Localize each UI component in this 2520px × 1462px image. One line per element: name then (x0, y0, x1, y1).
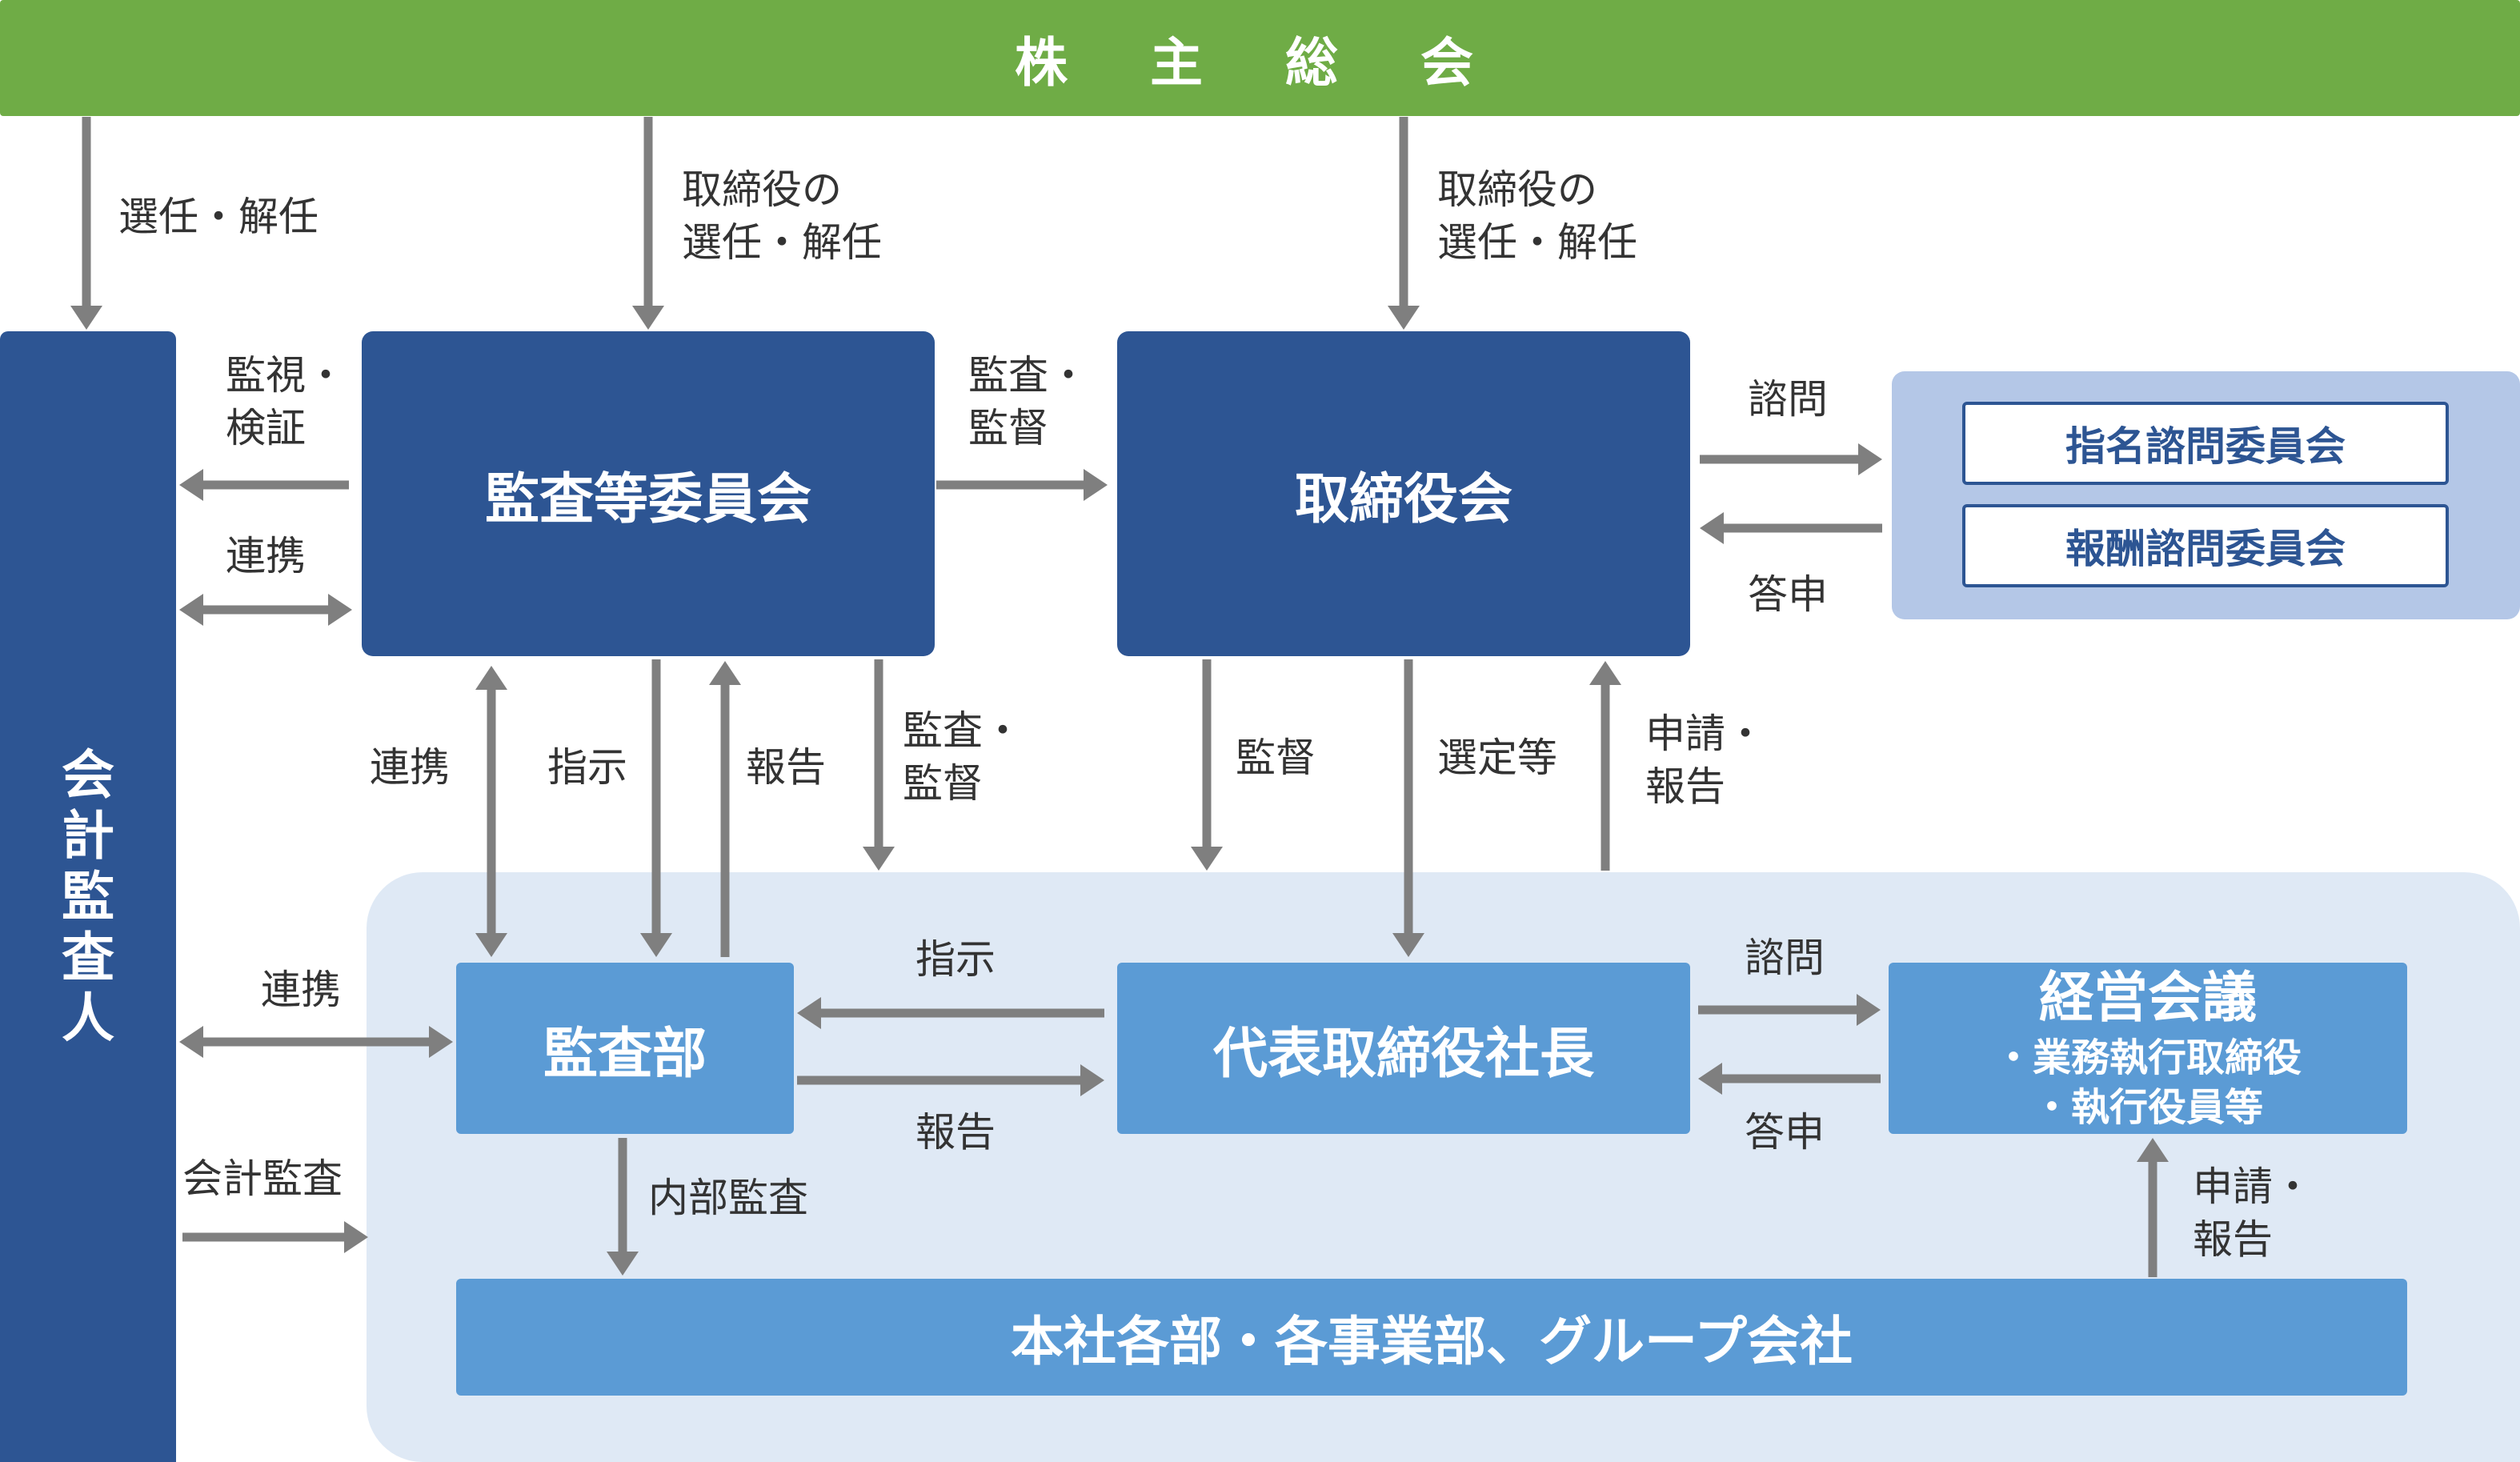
accounting-auditor-label: 会計監査人 (62, 743, 114, 1049)
arrow-cooperation-low-start-head (179, 1026, 203, 1058)
label-report-mid: 報告 (746, 744, 826, 791)
arrow-cooperation-mid-start-head (475, 666, 507, 690)
label-apply-report-c-line1: 申請・ (2193, 1164, 2313, 1210)
management-meeting-item: ・執行役員等 (2032, 1085, 2263, 1130)
label-monitor-line1: 監視・ (226, 352, 346, 399)
label-accounting-audit: 会計監査 (182, 1156, 343, 1202)
label-instruct-low: 指示 (915, 936, 996, 983)
label-audit-supervise-b-line1: 監査・ (903, 707, 1023, 754)
departments-group-box: 本社各部・各事業部、グループ会社 (456, 1279, 2407, 1396)
label-consult-low: 諮問 (1745, 935, 1825, 981)
arrow-accounting-audit-head (344, 1221, 368, 1253)
label-cooperation-low: 連携 (261, 967, 341, 1013)
label-audit-supervise-line2: 監督 (968, 405, 1048, 451)
arrow-select-head (1392, 933, 1424, 957)
audit-committee-box: 監査等委員会 (362, 331, 935, 656)
management-meeting-item: ・業務執行取締役 (1993, 1035, 2302, 1080)
label-instruct-mid: 指示 (547, 744, 627, 791)
label-report-back-top: 答申 (1748, 571, 1828, 618)
label-audit-supervise-line1: 監査・ (968, 352, 1088, 399)
arrow-instruct-mid-head (640, 933, 672, 957)
arrow-consult-top-head (1858, 443, 1882, 475)
arrow-elect-board-head (1388, 306, 1420, 330)
management-meeting-box: 経営会議 ・業務執行取締役 ・執行役員等 (1889, 963, 2407, 1134)
label-cooperation-mid: 連携 (370, 744, 450, 791)
management-meeting-title: 経営会議 (2038, 967, 2257, 1030)
arrow-instruct-low-head (797, 997, 821, 1029)
arrow-apply-report-mgmt-head (2137, 1138, 2169, 1162)
compensation-committee-box: 報酬諮問委員会 (1962, 504, 2449, 587)
arrow-cooperation-mid-head (475, 933, 507, 957)
arrow-report-back-top-head (1700, 512, 1724, 544)
label-elect-dismiss: 選任・解任 (118, 194, 319, 240)
arrow-audit-supervise-board-head (1084, 469, 1108, 501)
arrow-audit-supervise-exec-head (863, 847, 895, 871)
label-supervise: 監督 (1236, 735, 1316, 781)
arrow-consult-low-head (1857, 994, 1881, 1026)
accounting-auditor-box: 会計監査人 (0, 331, 176, 1462)
label-director-elect-line2: 選任・解任 (682, 219, 882, 266)
arrow-cooperation-top-head (328, 594, 352, 626)
label-director-elect-b-line1: 取締役の (1437, 166, 1597, 213)
shareholders-meeting-banner: 株 主 総 会 (0, 0, 2520, 116)
board-of-directors-box: 取締役会 (1117, 331, 1690, 656)
label-consult-top: 諮問 (1748, 376, 1828, 423)
label-internal-audit: 内部監査 (648, 1175, 808, 1221)
arrow-elect-audit-committee-head (632, 306, 664, 330)
arrow-report-back-low-head (1698, 1063, 1722, 1095)
arrow-cooperation-low-head (429, 1026, 453, 1058)
label-report-low: 報告 (915, 1109, 996, 1156)
label-apply-report-line1: 申請・ (1645, 711, 1765, 757)
audit-department-box: 監査部 (456, 963, 794, 1134)
label-director-elect-b-line2: 選任・解任 (1437, 219, 1637, 266)
label-audit-supervise-b-line2: 監督 (903, 760, 983, 807)
arrow-cooperation-top-start-head (179, 594, 203, 626)
arrow-apply-report-head (1589, 661, 1621, 685)
label-director-elect-line1: 取締役の (682, 166, 842, 213)
arrow-internal-audit-head (607, 1252, 639, 1276)
arrow-elect-auditor-head (70, 306, 102, 330)
label-apply-report-line2: 報告 (1645, 763, 1725, 810)
label-select: 選定等 (1437, 735, 1557, 781)
arrow-supervise-head (1191, 847, 1223, 871)
arrow-monitor-verify-head (179, 469, 203, 501)
label-monitor-line2: 検証 (226, 405, 306, 451)
nomination-committee-box: 指名諮問委員会 (1962, 402, 2449, 485)
label-apply-report-c-line2: 報告 (2193, 1216, 2273, 1263)
president-box: 代表取締役社長 (1117, 963, 1690, 1134)
arrow-report-low-head (1080, 1064, 1104, 1096)
label-report-back-low: 答申 (1745, 1109, 1825, 1156)
label-cooperation-top: 連携 (226, 533, 306, 579)
arrow-report-mid-head (709, 661, 741, 685)
